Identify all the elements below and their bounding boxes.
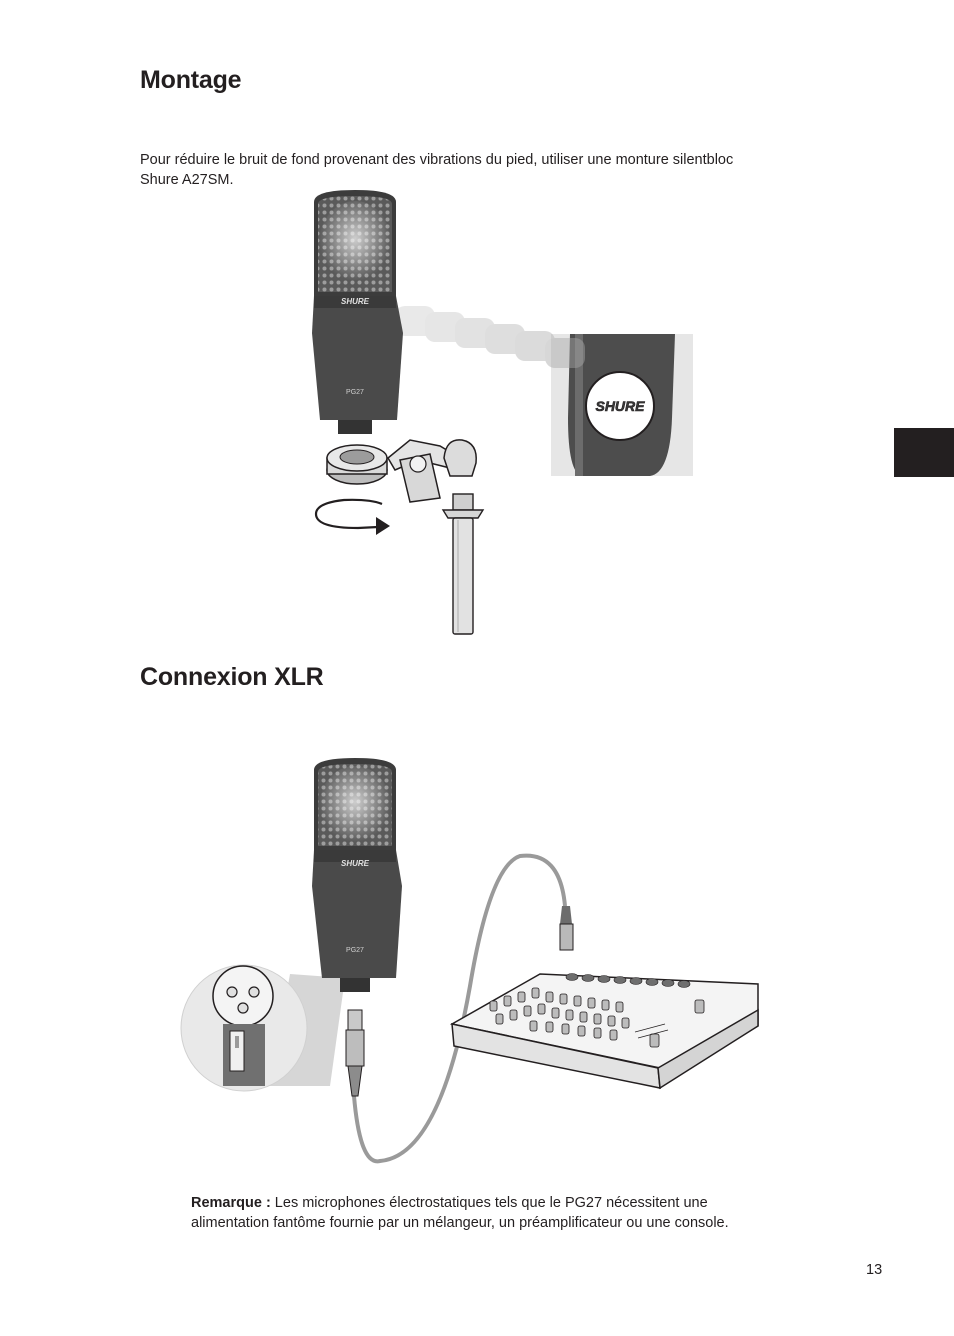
mic-stand — [441, 493, 485, 635]
section-tab-marker — [894, 428, 954, 477]
page-number: 13 — [866, 1262, 883, 1278]
xlr-cable — [352, 853, 567, 1164]
montage-description: Pour réduire le bruit de fond provenant … — [140, 150, 733, 190]
note-label: Remarque : — [191, 1195, 271, 1211]
microphone-pg27-xlr: SHURE PG27 — [312, 758, 402, 992]
phantom-power-note: Remarque : Les microphones électrostatiq… — [191, 1193, 729, 1233]
section-title-montage: Montage — [140, 66, 242, 94]
mixing-console — [449, 973, 759, 1090]
shock-mount-detail: SHURE — [551, 334, 693, 476]
detail-brand-logo: SHURE — [595, 398, 645, 414]
note-text-line1: Les microphones électrostatiques tels qu… — [270, 1195, 708, 1211]
motion-trail — [395, 306, 585, 368]
xlr-illustration: SHURE PG27 — [180, 758, 759, 1164]
xlr-female-connector — [345, 1009, 365, 1097]
rotate-arrow-icon — [314, 498, 390, 535]
mixer-inputs — [565, 973, 691, 988]
mixer-fader-scale — [634, 1023, 669, 1039]
mic-model-label: PG27 — [346, 389, 364, 396]
note-text-line2: alimentation fantôme fournie par un méla… — [191, 1215, 729, 1231]
mixer-knobs — [489, 987, 705, 1048]
mic-brand-logo: SHURE — [341, 297, 370, 306]
xlr-mic-brand-logo: SHURE — [341, 859, 370, 868]
xlr-mic-model-label: PG27 — [346, 947, 364, 954]
montage-text-line1: Pour réduire le bruit de fond provenant … — [140, 152, 734, 168]
microphone-pg27-montage: SHURE PG27 — [312, 190, 403, 434]
xlr-male-connector — [559, 906, 574, 951]
montage-illustration: SHURE SHURE PG27 — [312, 190, 693, 635]
xlr-connector-detail — [180, 964, 345, 1092]
shock-mount — [326, 439, 477, 503]
section-title-xlr: Connexion XLR — [140, 663, 324, 691]
montage-text-line2: Shure A27SM. — [140, 172, 234, 188]
